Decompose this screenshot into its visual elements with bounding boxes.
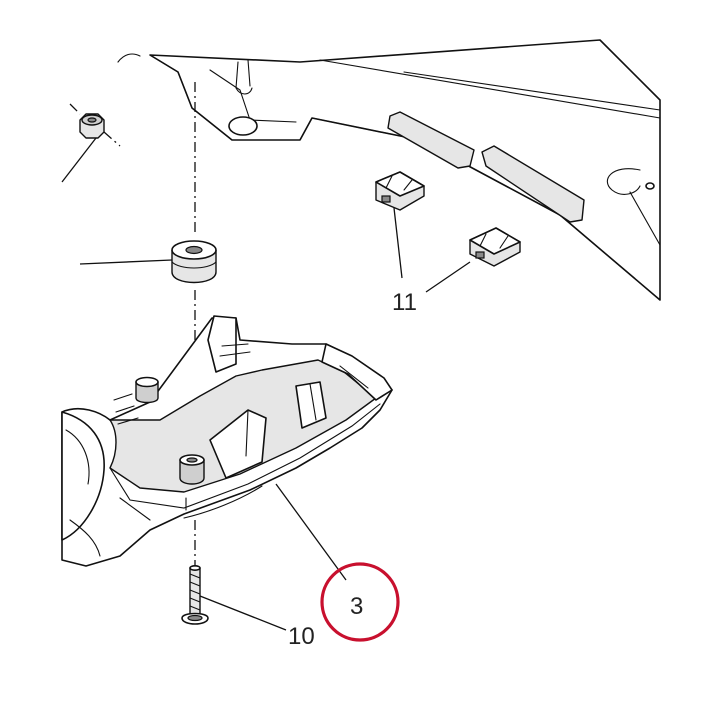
callout-10: 10	[288, 623, 315, 650]
callout-7-leader	[79, 259, 173, 265]
callout-11-leader	[393, 207, 471, 293]
callout-11: 11	[392, 289, 417, 316]
frame-bracket	[117, 39, 661, 301]
guard-cover	[61, 315, 393, 567]
clip-upper	[375, 171, 425, 211]
callout-10-leader	[199, 595, 287, 631]
callout-3-highlight-circle	[320, 562, 400, 642]
clip-lower	[469, 227, 521, 267]
callout-3: 3	[350, 593, 363, 620]
slot-1	[387, 111, 475, 169]
grommet	[171, 240, 217, 284]
nut-axis	[69, 103, 121, 147]
nut	[79, 113, 105, 139]
nut-leader	[61, 137, 97, 183]
callout-3-leader	[275, 483, 347, 581]
slot-2	[481, 145, 585, 223]
screw	[181, 564, 209, 625]
edge-crop	[0, 250, 64, 284]
